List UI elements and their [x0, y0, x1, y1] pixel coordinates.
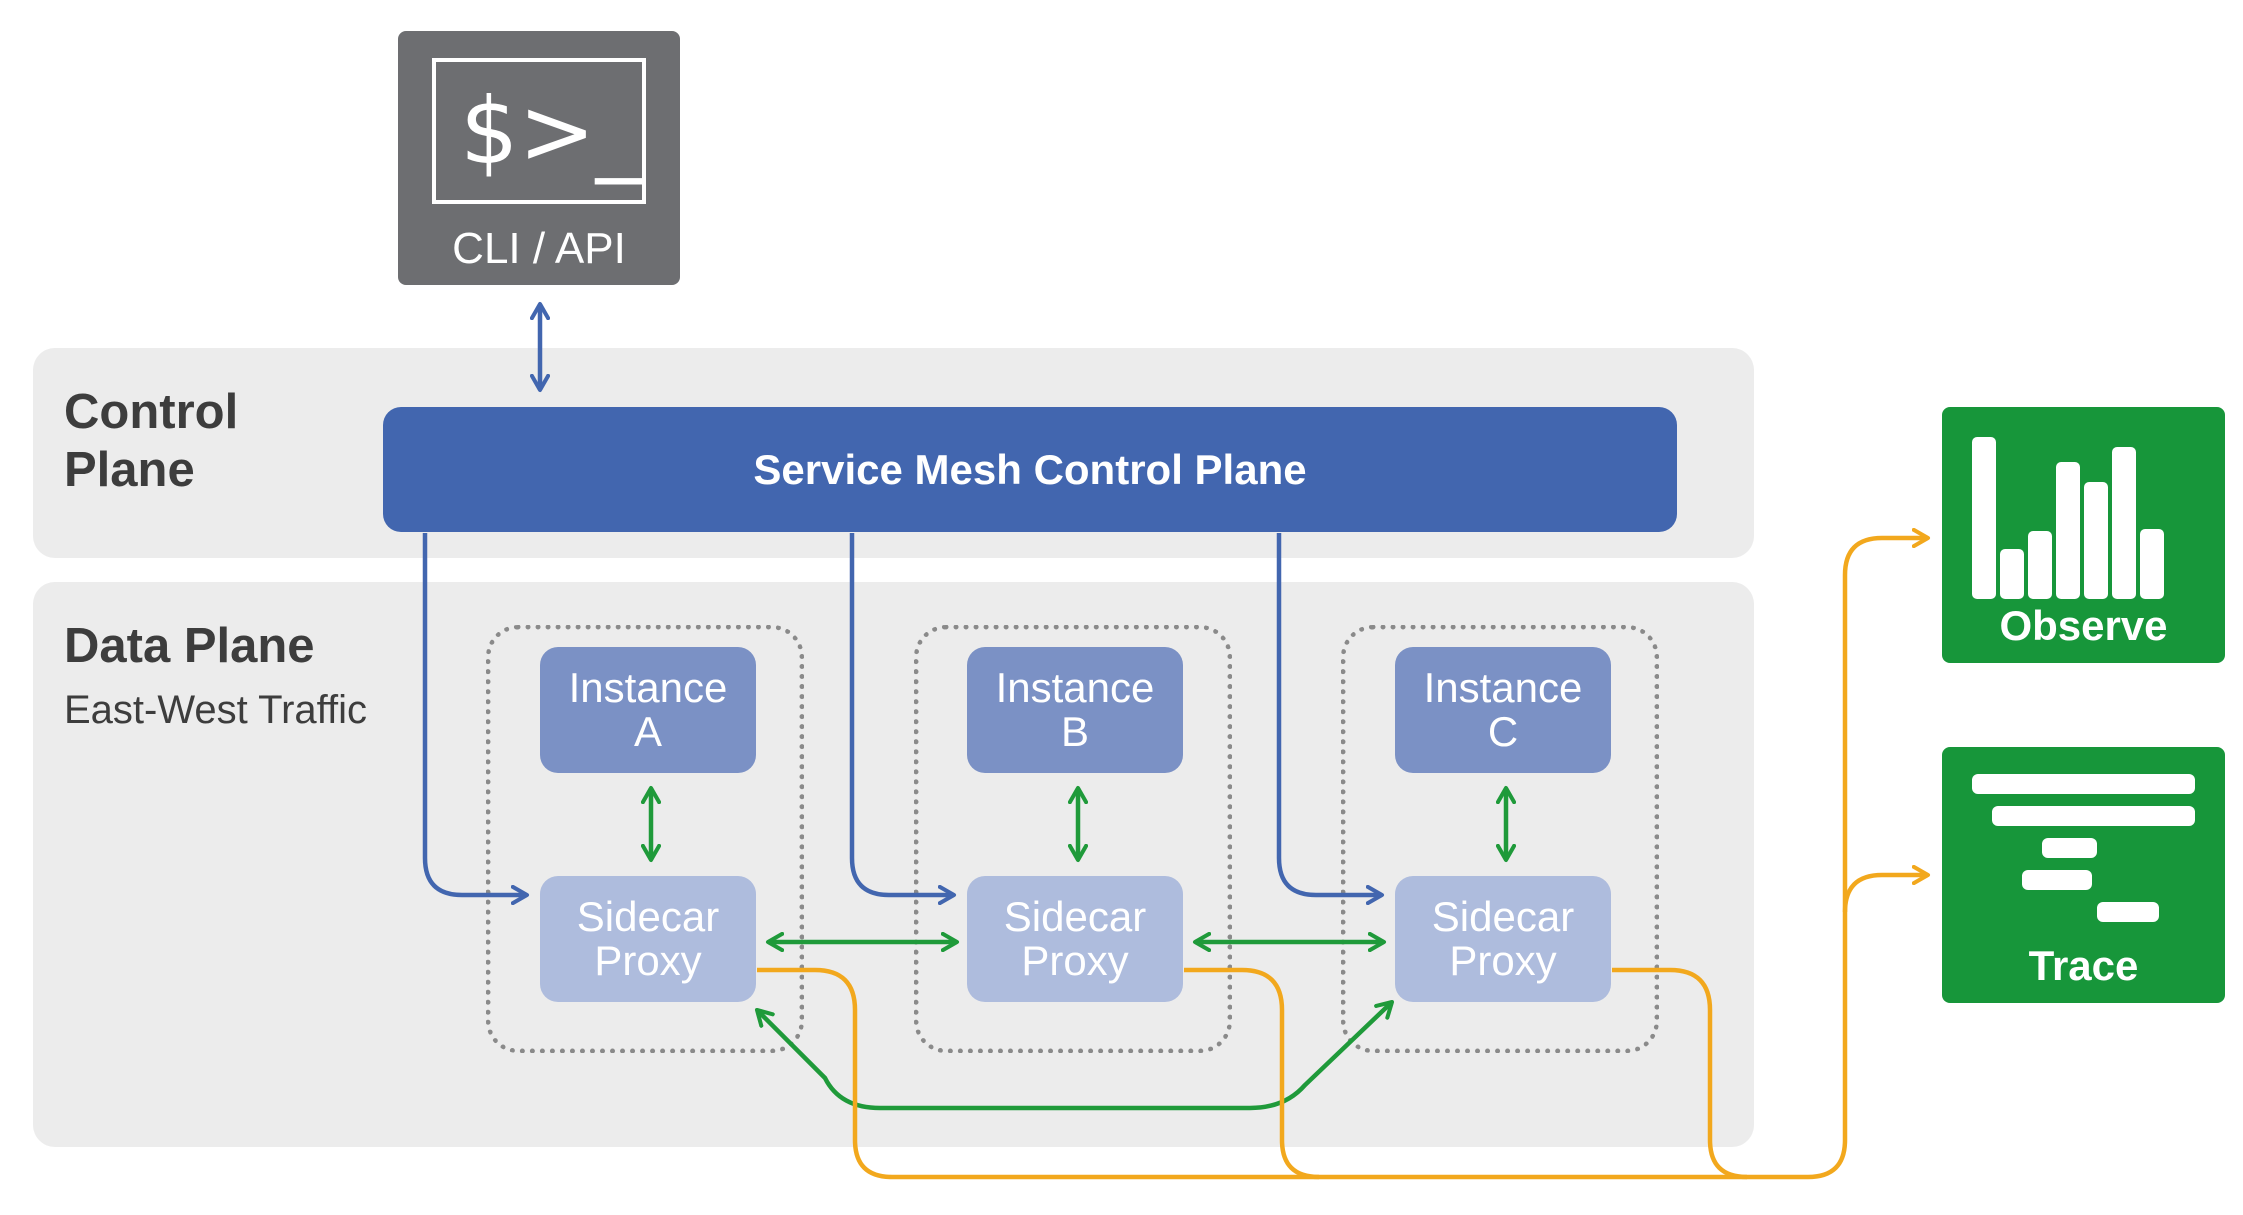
pod-a	[486, 625, 804, 1053]
instance-b-line2: B	[1060, 708, 1089, 755]
bar-chart-icon	[1972, 437, 2164, 599]
cli-api-node[interactable]: $>_ CLI / API	[398, 31, 680, 285]
telemetry-proxy-b	[1184, 967, 1320, 1180]
terminal-icon: $>_	[432, 58, 646, 204]
control-plane-title-line2: Plane	[64, 442, 195, 497]
proxy-a-c-arrow	[754, 999, 1395, 1111]
sidecar-proxy-b-line1: Sidecar	[1003, 892, 1147, 940]
control-to-proxy-c	[1276, 533, 1385, 906]
telemetry-proxy-a	[757, 967, 1808, 1180]
instance-c-line2: C	[1487, 708, 1519, 755]
observe-node[interactable]: Observe	[1942, 407, 2225, 663]
control-to-proxy-a	[422, 533, 530, 906]
data-plane-subtitle: East-West Traffic	[64, 688, 368, 732]
trace-node[interactable]: Trace	[1942, 747, 2225, 1003]
data-plane-title: Data Plane	[64, 619, 315, 673]
telemetry-to-observe	[1842, 527, 1931, 912]
sidecar-proxy-a-line1: Sidecar	[576, 892, 720, 940]
pod-b	[914, 625, 1232, 1053]
cli-api-label: CLI / API	[452, 224, 626, 273]
instance-a-line2: A	[633, 708, 662, 755]
control-plane-title-line1: Control	[64, 385, 239, 439]
control-plane-title: Control Plane	[64, 384, 238, 500]
control-to-proxy-b	[849, 533, 957, 906]
instance-a-line1: Instance	[568, 663, 728, 711]
observe-label: Observe	[1999, 602, 2168, 649]
sidecar-proxy-c-line1: Sidecar	[1431, 892, 1575, 940]
instance-b-line1: Instance	[995, 663, 1155, 711]
sidecar-proxy-c-line2: Proxy	[1449, 937, 1557, 984]
trace-label: Trace	[2028, 942, 2139, 989]
trace-waterfall-icon	[1972, 774, 2195, 922]
terminal-prompt: $>_	[460, 78, 642, 185]
sidecar-proxy-b-line2: Proxy	[1021, 937, 1129, 984]
pod-c	[1341, 625, 1659, 1053]
instance-c-line1: Instance	[1423, 663, 1583, 711]
telemetry-trunk	[1807, 864, 1931, 1180]
sidecar-proxy-a-line2: Proxy	[594, 937, 702, 984]
telemetry-proxy-c	[1612, 967, 1748, 1180]
service-mesh-control-plane[interactable]: Service Mesh Control Plane	[383, 407, 1677, 532]
